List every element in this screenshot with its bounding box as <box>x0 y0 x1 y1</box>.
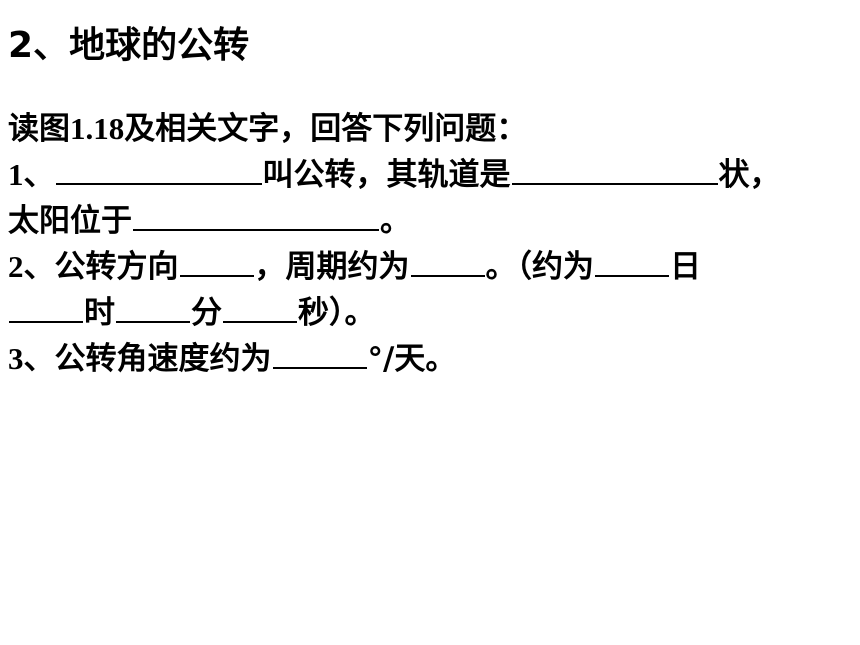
q1-part3: 状， <box>718 157 781 193</box>
q1-blank-orbit-shape[interactable] <box>511 153 718 185</box>
q2-part6: 分 <box>191 295 222 331</box>
q2-part4: 日 <box>670 249 701 285</box>
q2-blank-period[interactable] <box>410 245 485 277</box>
q2-part3: 。（约为 <box>485 249 595 285</box>
q3-number: 3 <box>8 341 24 376</box>
q1-part2: 叫公转，其轨道是 <box>262 157 511 193</box>
q1-blank-definition[interactable] <box>55 153 262 185</box>
q2-blank-days[interactable] <box>595 245 669 277</box>
q3-blank-angular-velocity[interactable] <box>272 337 367 369</box>
q2-part7: 秒）。 <box>298 295 376 331</box>
q1-line-1: 1、 叫公转，其轨道是 状， <box>8 152 858 198</box>
q2-part1: 、公转方向 <box>23 249 179 285</box>
q1-part5: 。 <box>380 203 411 239</box>
figure-number: 1.18 <box>70 111 125 146</box>
q1-line-2: 太阳位于 。 <box>8 198 858 244</box>
q2-blank-direction[interactable] <box>179 245 254 277</box>
q2-line-2: 时 分 秒）。 <box>8 290 858 336</box>
title-text: 、地球的公转 <box>33 25 250 66</box>
q2-part5: 时 <box>84 295 115 331</box>
question-body: 读图1.18及相关文字，回答下列问题： 1、 叫公转，其轨道是 状， 太阳位于 。 2… <box>8 106 858 382</box>
q1-part1: 、 <box>23 157 55 193</box>
q2-blank-hours[interactable] <box>9 291 83 323</box>
intro-line: 读图1.18及相关文字，回答下列问题： <box>8 106 858 152</box>
q1-part4: 太阳位于 <box>8 203 132 239</box>
q2-blank-minutes[interactable] <box>116 291 190 323</box>
q3-line: 3、公转角速度约为 °/天。 <box>8 336 858 382</box>
page-title: 2、地球的公转 <box>8 22 249 70</box>
q3-degree-symbol: ° <box>367 341 384 377</box>
q1-number: 1 <box>8 157 24 192</box>
q2-number: 2 <box>8 249 24 284</box>
q1-blank-sun-position[interactable] <box>133 199 379 231</box>
q2-part2: ，周期约为 <box>254 249 410 285</box>
q2-blank-seconds[interactable] <box>223 291 297 323</box>
intro-suffix: 及相关文字，回答下列问题： <box>124 111 528 147</box>
q3-part1: 、公转角速度约为 <box>23 341 272 377</box>
q3-part3: /天。 <box>383 341 457 377</box>
title-number: 2 <box>8 25 34 66</box>
q2-line-1: 2、公转方向 ，周期约为 。（约为 日 <box>8 244 858 290</box>
intro-prefix: 读图 <box>8 111 70 147</box>
